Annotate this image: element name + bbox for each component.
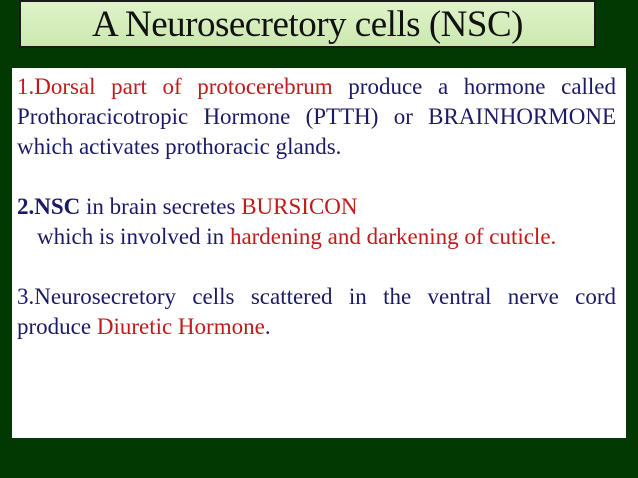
- paragraph-1: 1.Dorsal part of protocerebrum produce a…: [17, 72, 616, 162]
- p2-red-text: hardening and darkening of cuticle.: [229, 224, 557, 249]
- slide-title-box: A Neurosecretory cells (NSC): [19, 0, 596, 48]
- p2-number: 2.NSC: [17, 194, 81, 219]
- p2-text-start: in brain secretes: [86, 194, 236, 219]
- p3-text: 3.Neurosecretory cells scattered in the …: [17, 284, 616, 339]
- slide-title: A Neurosecretory cells (NSC): [92, 3, 523, 45]
- p1-text-start: 1.Dorsal part of protocerebrum: [17, 74, 333, 99]
- spacer: [17, 162, 616, 192]
- paragraph-2: 2.NSC in brain secretes BURSICON which i…: [17, 192, 616, 252]
- spacer-2: [17, 252, 616, 282]
- p3-red-text: Diuretic Hormone: [96, 314, 265, 339]
- p1-text-rest: produce a hormone called Prothoracicotro…: [17, 74, 617, 159]
- content-panel: 1.Dorsal part of protocerebrum produce a…: [12, 68, 626, 438]
- paragraph-3: 3.Neurosecretory cells scattered in the …: [17, 282, 616, 342]
- p3-dot: .: [264, 314, 271, 339]
- p2-text-mid: which is involved in: [37, 224, 225, 249]
- p2-bursicon: BURSICON: [241, 194, 358, 219]
